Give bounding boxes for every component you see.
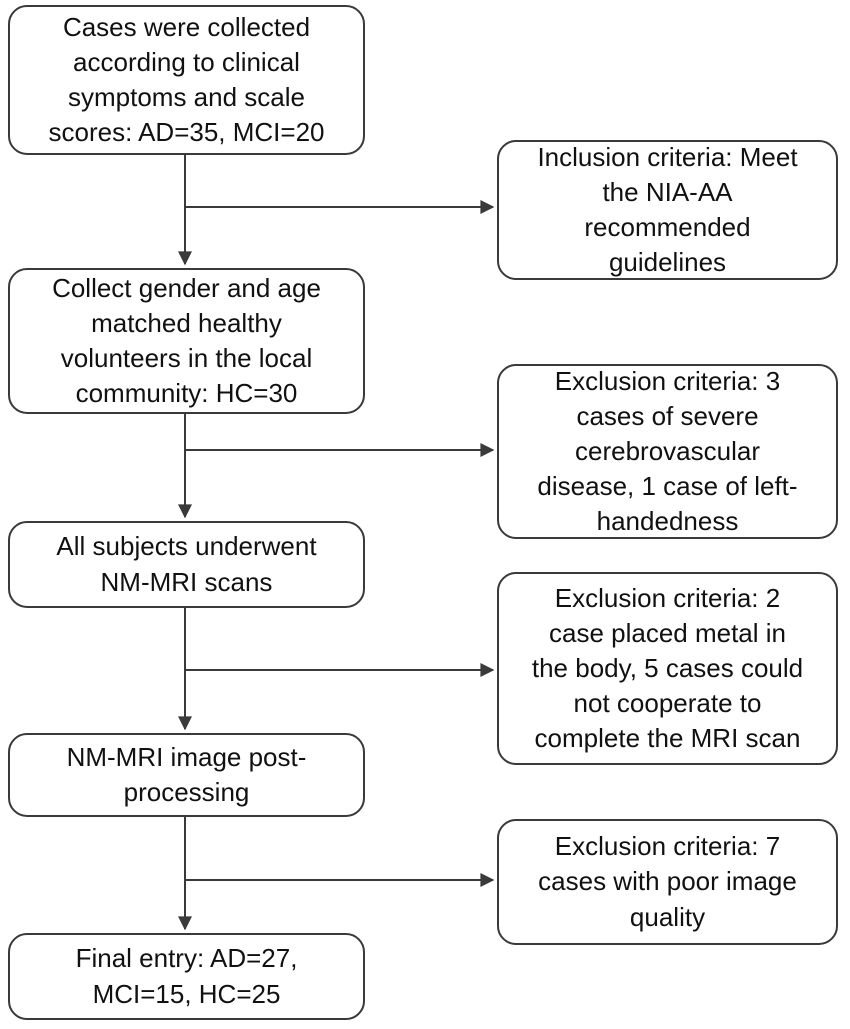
flow-node-inclusion-criteria-niaaa: Inclusion criteria: Meet the NIA-AA reco…: [497, 140, 838, 280]
flow-node-nm-mri-post-processing: NM-MRI image post- processing: [8, 733, 365, 817]
flow-node-collect-cases: Cases were collected according to clinic…: [8, 5, 365, 155]
flow-node-exclusion-criteria-metal-cooperation: Exclusion criteria: 2 case placed metal …: [497, 572, 838, 765]
flow-node-exclusion-criteria-image-quality: Exclusion criteria: 7 cases with poor im…: [497, 819, 838, 945]
flow-node-exclusion-criteria-cerebrovascular: Exclusion criteria: 3 cases of severe ce…: [497, 364, 838, 539]
flow-node-collect-healthy-volunteers: Collect gender and age matched healthy v…: [8, 268, 365, 414]
flow-node-nm-mri-scans: All subjects underwent NM-MRI scans: [8, 521, 365, 608]
flow-node-final-entry: Final entry: AD=27, MCI=15, HC=25: [8, 933, 365, 1020]
